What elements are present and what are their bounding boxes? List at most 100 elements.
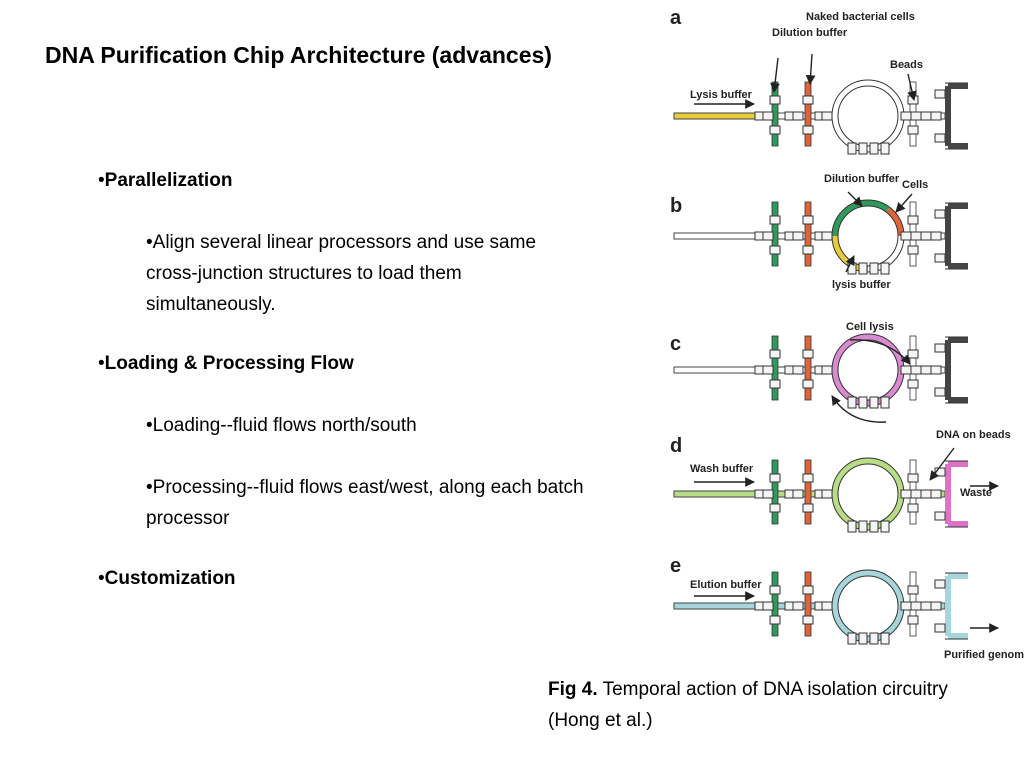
label-cells: Cells — [902, 179, 928, 191]
bullet-align-processors: •Align several linear processors and use… — [146, 232, 537, 315]
pump-valve — [880, 262, 890, 275]
panel-d: d — [670, 435, 968, 533]
ring-outline-inner — [837, 85, 899, 147]
valve — [802, 585, 814, 595]
valve — [802, 215, 814, 225]
valve — [792, 601, 804, 611]
caption-text: Temporal action of DNA isolation circuit… — [548, 679, 948, 731]
valve — [934, 133, 946, 143]
lysis-curve-arrow-top — [849, 339, 911, 365]
valve — [802, 95, 814, 105]
valve — [930, 365, 942, 375]
cells-channel — [804, 81, 812, 147]
ring-outline-inner — [837, 205, 899, 267]
ring-channel — [832, 458, 904, 530]
valve — [802, 125, 814, 135]
valve — [920, 365, 932, 375]
label-cell-lysis: Cell lysis — [846, 321, 894, 333]
valve — [920, 601, 932, 611]
valve — [792, 365, 804, 375]
cells-channel — [804, 201, 812, 267]
ring-outline — [831, 79, 905, 153]
ring-outline — [831, 457, 905, 531]
figure-caption: Fig 4. Temporal action of DNA isolation … — [548, 674, 968, 736]
cells-channel — [804, 571, 812, 637]
valve — [769, 215, 781, 225]
slide-title: DNA Purification Chip Architecture (adva… — [45, 42, 552, 68]
output-outline — [945, 336, 968, 404]
valve — [769, 379, 781, 389]
dilution-arrow-a — [770, 57, 780, 93]
valve — [821, 365, 833, 375]
cells-channel — [804, 459, 812, 525]
valve — [821, 231, 833, 241]
cells-channel — [804, 335, 812, 401]
pump-valve — [880, 632, 890, 645]
valve — [907, 245, 919, 255]
valve — [907, 379, 919, 389]
valve — [907, 473, 919, 483]
label-purified-genomic-dna: Purified genomic DNA — [944, 649, 1024, 661]
valve — [907, 125, 919, 135]
pump-valve — [869, 142, 879, 155]
output-outline — [945, 82, 968, 150]
pump-valve — [858, 520, 868, 533]
ring-outline — [831, 569, 905, 643]
ring-outline-inner — [837, 575, 899, 637]
panel-b: b — [670, 195, 968, 275]
valve — [907, 503, 919, 513]
label-waste: Waste — [960, 487, 992, 499]
valve — [900, 231, 912, 241]
valve — [769, 245, 781, 255]
bullet-customization: •Customization — [98, 568, 236, 589]
valve — [930, 601, 942, 611]
panel-a: a — [670, 7, 968, 155]
bullet-loading-processing-flow: •Loading & Processing Flow — [98, 353, 354, 374]
valve — [821, 489, 833, 499]
label-beads: Beads — [890, 59, 923, 71]
pump-valve — [869, 396, 879, 409]
output-structure — [945, 337, 968, 403]
panel-letter-c: c — [670, 333, 681, 355]
label-wash-buffer: Wash buffer — [690, 463, 754, 475]
valve — [802, 615, 814, 625]
label-dilution-buffer-b: Dilution buffer — [824, 173, 900, 185]
panel-c: c — [670, 333, 968, 409]
output-outline — [945, 202, 968, 270]
valve — [769, 503, 781, 513]
pump-valve — [847, 520, 857, 533]
valve — [934, 623, 946, 633]
valve — [934, 579, 946, 589]
panel-letter-b: b — [670, 195, 682, 217]
valve — [792, 111, 804, 121]
pump-valve — [858, 396, 868, 409]
valve — [930, 231, 942, 241]
cells-arrow-b — [895, 193, 913, 213]
label-dna-on-beads: DNA on beads — [936, 429, 1011, 441]
ring-channel — [832, 334, 904, 406]
pump-valve — [858, 632, 868, 645]
valve — [802, 379, 814, 389]
ring-channel — [832, 570, 904, 642]
label-dilution-buffer-a: Dilution buffer — [772, 27, 848, 39]
valve — [934, 343, 946, 353]
panel-letter-e: e — [670, 555, 681, 577]
valve — [762, 489, 774, 499]
ring-channel — [832, 80, 904, 152]
valve — [769, 615, 781, 625]
pump-valve — [880, 520, 890, 533]
valve — [802, 245, 814, 255]
valve — [934, 253, 946, 263]
valve — [821, 601, 833, 611]
valve — [802, 349, 814, 359]
valve — [900, 365, 912, 375]
valve — [802, 473, 814, 483]
label-naked-bacterial-cells: Naked bacterial cells — [806, 11, 915, 23]
valve — [930, 111, 942, 121]
panel-e: e — [670, 555, 968, 645]
valve — [910, 111, 922, 121]
lysis-arrow-b — [845, 255, 855, 273]
ring-outline-inner — [837, 339, 899, 401]
valve — [769, 125, 781, 135]
valve — [920, 489, 932, 499]
